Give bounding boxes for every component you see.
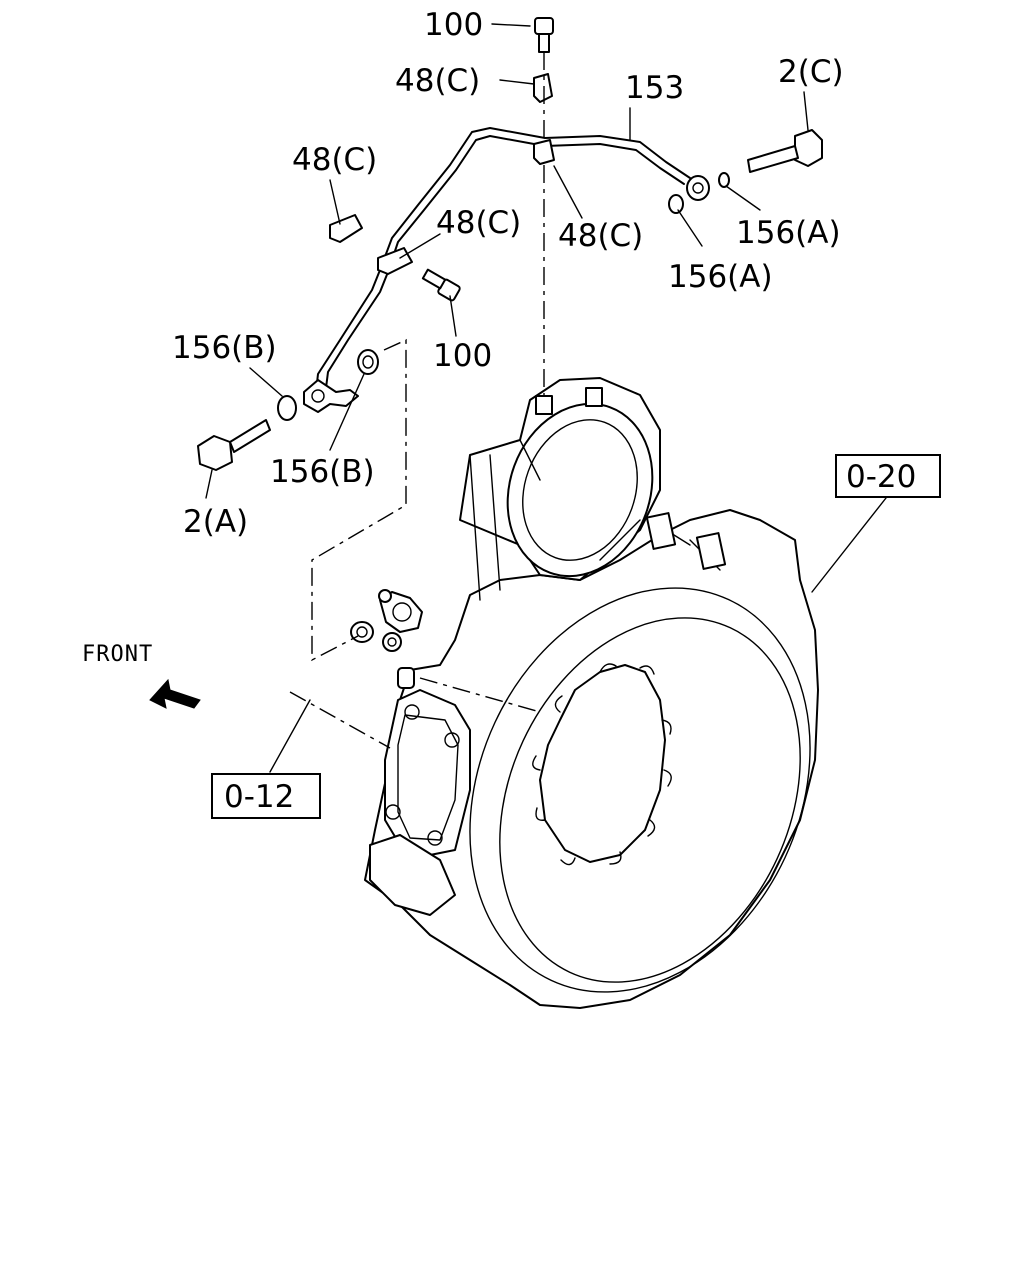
ref-label-0-12: 0-12 [224,779,294,815]
leader-lines [205,23,887,773]
arrow-up-left-icon [149,678,201,709]
callout-clip-48c-left: 48(C) [292,142,377,178]
callout-clip-48c-mid: 48(C) [436,205,521,241]
callout-clip-48c-center: 48(C) [558,218,643,254]
bolts-washers [197,17,823,471]
callout-washer-156a-right: 156(A) [736,215,841,251]
callout-washer-156a-lower: 156(A) [668,259,773,295]
callout-bolt-2a: 2(A) [183,504,248,540]
callout-washer-156b-upper: 156(B) [172,330,277,366]
seal-parts [350,589,423,652]
assembly-lines [289,52,545,749]
clips [329,73,555,275]
callout-bolt-2c: 2(C) [778,54,844,90]
callout-pipe-153: 153 [625,70,684,106]
callout-bolt-100-top: 100 [424,7,483,43]
callout-clip-48c-top: 48(C) [395,63,480,99]
callout-labels: 100 48(C) 153 2(C) 48(C) 48(C) 48(C) 156… [172,7,844,540]
flywheel-housing [364,377,819,1009]
ref-label-0-20: 0-20 [846,459,916,495]
callout-washer-156b-lower: 156(B) [270,454,375,490]
front-indicator: FRONT [82,642,201,709]
ref-box-0-20: 0-20 [835,454,941,498]
ref-box-0-12: 0-12 [211,773,321,819]
front-label: FRONT [82,642,153,667]
callout-bolt-100-mid: 100 [433,338,492,374]
